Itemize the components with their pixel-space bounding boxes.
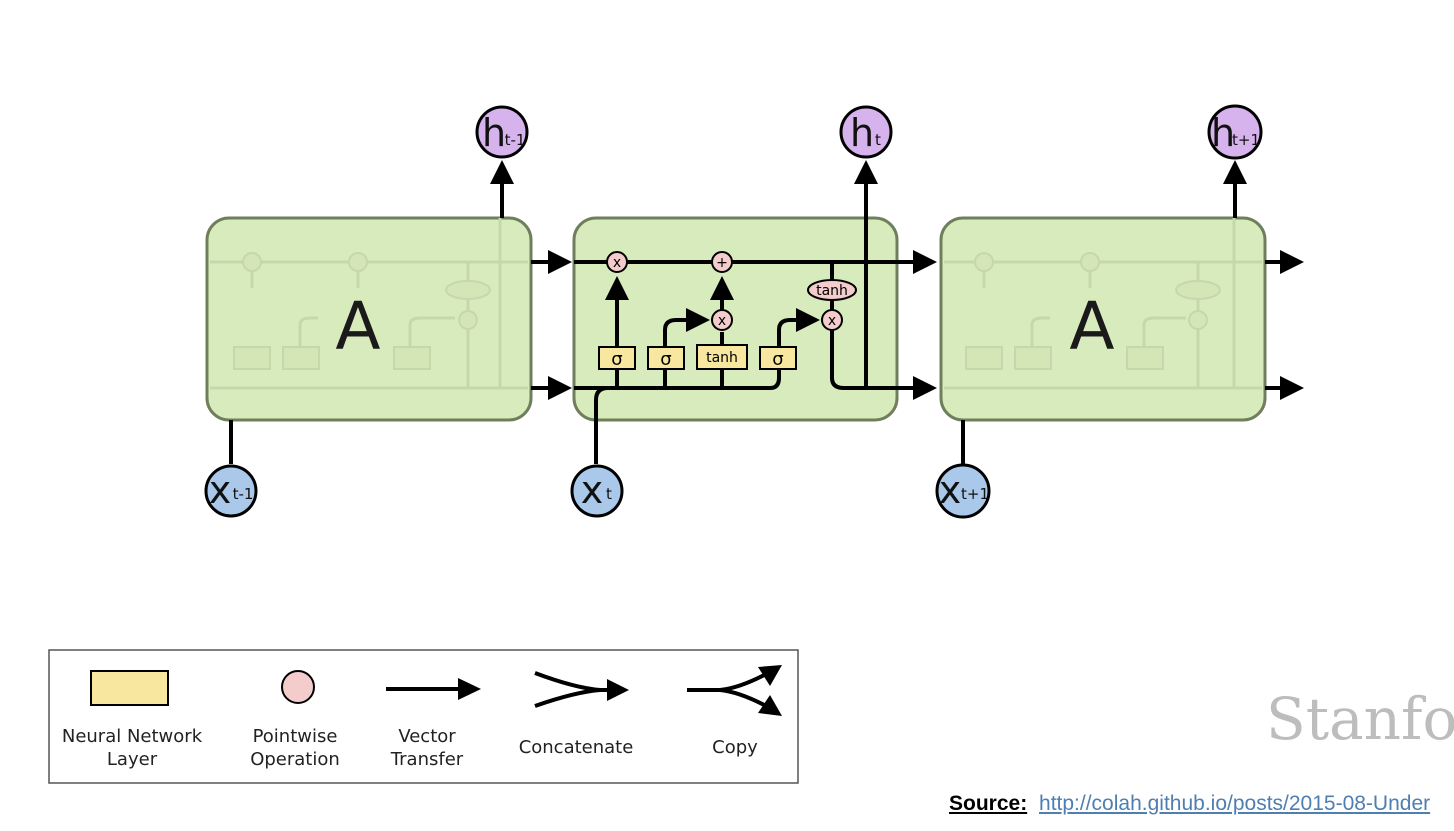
h-node-prev: h t-1 — [475, 105, 529, 159]
h-node-current: h t — [839, 105, 893, 159]
svg-text:t-1: t-1 — [233, 485, 254, 503]
source-label: Source: — [949, 792, 1028, 815]
svg-text:x: x — [613, 255, 621, 271]
svg-text:t+1: t+1 — [961, 485, 989, 503]
x-node-current: x t — [570, 464, 624, 518]
pointwise-output: x — [821, 309, 843, 331]
stanford-watermark: Stanfo — [1266, 685, 1454, 753]
svg-text:x: x — [581, 468, 604, 512]
source-citation: Source: http://colah.github.io/posts/201… — [949, 792, 1430, 816]
input-gate-wire — [663, 308, 710, 388]
lstm-cell-center: x + x x tanh σ σ tanh — [572, 160, 937, 464]
vector-transfer-icon — [386, 678, 481, 700]
svg-text:t-1: t-1 — [505, 131, 526, 149]
x-node-prev: x t-1 — [204, 464, 258, 518]
source-link[interactable]: http://colah.github.io/posts/2015-08-Und… — [1039, 792, 1431, 815]
cell-label: A — [335, 288, 380, 365]
svg-text:h: h — [482, 111, 506, 155]
svg-text:x: x — [718, 313, 726, 329]
svg-text:t: t — [606, 485, 612, 503]
legend-label-copy: Copy — [712, 737, 758, 758]
svg-text:tanh: tanh — [816, 283, 848, 299]
legend-label-pointwise-2: Operation — [250, 749, 340, 770]
gate-forget: σ — [598, 346, 636, 370]
copy-icon — [687, 665, 782, 716]
lstm-cell-right: A — [939, 160, 1304, 464]
legend-label-nn-2: Layer — [107, 749, 158, 770]
svg-text:t+1: t+1 — [1232, 131, 1260, 149]
legend-frame — [48, 649, 799, 784]
svg-text:tanh: tanh — [706, 350, 738, 366]
legend-label-nn: Neural Network — [62, 726, 203, 747]
h-node-next: h t+1 — [1207, 104, 1263, 160]
gate-input: σ — [647, 346, 685, 370]
pointwise-add: + — [711, 251, 733, 273]
gate-candidate: tanh — [696, 344, 748, 370]
svg-text:x: x — [828, 313, 836, 329]
x-node-next: x t+1 — [935, 463, 991, 519]
svg-text:σ: σ — [611, 349, 622, 370]
svg-text:x: x — [209, 468, 232, 512]
pointwise-tanh: tanh — [807, 279, 857, 301]
legend-label-vector: Vector — [398, 726, 456, 747]
concatenate-icon — [534, 671, 629, 708]
svg-text:t: t — [875, 131, 881, 149]
pointwise-forget: x — [606, 251, 628, 273]
svg-text:σ: σ — [660, 349, 671, 370]
lstm-cell-left: A — [205, 160, 572, 464]
gate-output: σ — [759, 346, 797, 370]
ghost-internals — [944, 218, 1262, 390]
svg-text:h: h — [850, 111, 874, 155]
legend-label-vector-2: Transfer — [390, 749, 464, 770]
cell-label: A — [1069, 288, 1114, 365]
svg-text:+: + — [716, 255, 728, 271]
legend: Neural Network Layer Pointwise Operation… — [48, 649, 799, 784]
ghost-internals — [210, 218, 528, 390]
pointwise-input: x — [711, 309, 733, 331]
pointwise-operation-icon — [281, 670, 315, 704]
legend-label-concatenate: Concatenate — [519, 737, 634, 758]
neural-network-layer-icon — [90, 670, 169, 706]
concat-bus — [594, 308, 820, 464]
svg-text:σ: σ — [772, 349, 783, 370]
legend-label-pointwise: Pointwise — [253, 726, 338, 747]
svg-text:h: h — [1211, 111, 1235, 155]
svg-text:x: x — [939, 468, 962, 512]
hidden-out-line — [830, 330, 937, 400]
